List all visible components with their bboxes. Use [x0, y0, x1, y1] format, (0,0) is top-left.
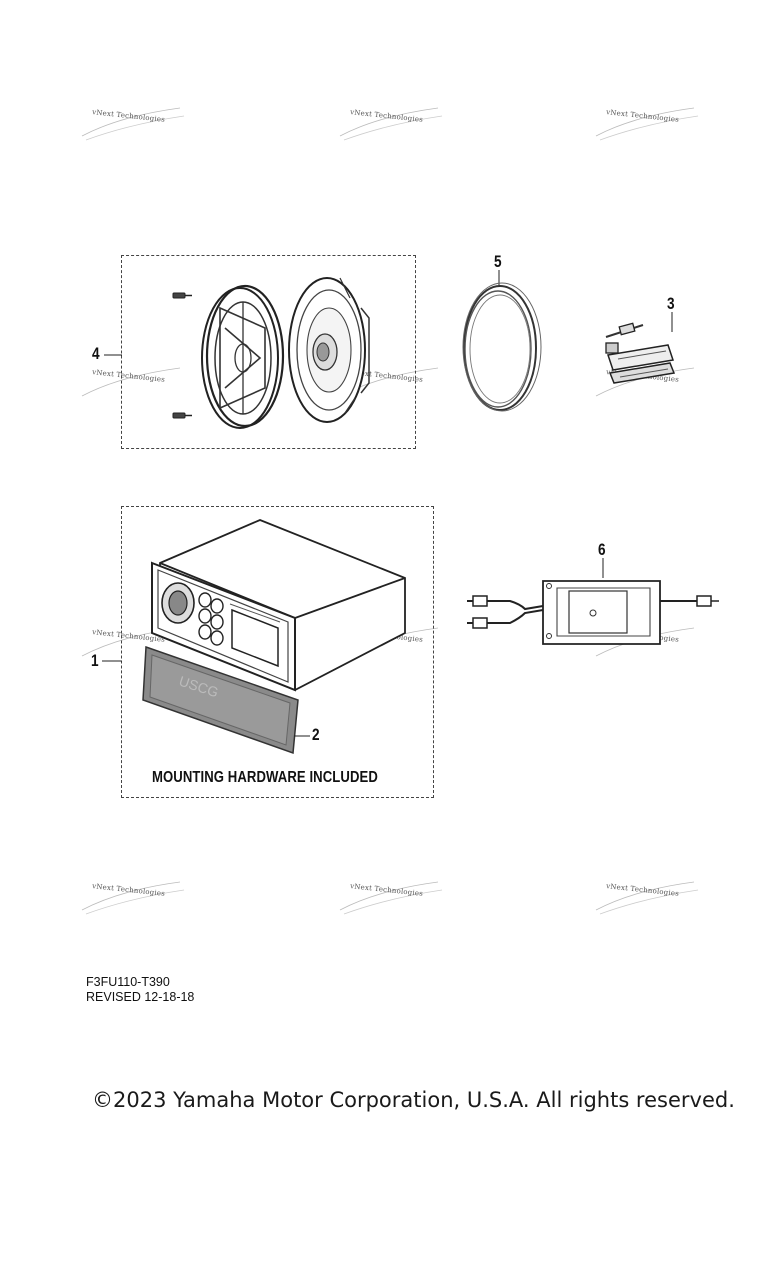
callout-3-leader	[671, 312, 673, 332]
callout-6: 6	[598, 540, 606, 559]
power-supply-icon	[467, 580, 719, 645]
watermark: vNext Technologies	[338, 102, 448, 142]
callout-3: 3	[667, 294, 675, 313]
callout-2: 2	[312, 725, 320, 744]
callout-2-leader	[294, 735, 310, 737]
watermark: vNext Technologies	[594, 102, 704, 142]
watermark: vNext Technologies	[80, 876, 190, 916]
cable-loop-icon	[462, 282, 542, 412]
faceplate-cover-icon: USCG	[142, 645, 299, 755]
callout-1: 1	[91, 651, 99, 670]
drawing-code: F3FU110-T390	[86, 975, 170, 989]
callout-6-leader	[602, 558, 604, 578]
watermark: vNext Technologies	[80, 362, 190, 402]
watermark: vNext Technologies	[80, 102, 190, 142]
watermark-logo-icon	[595, 107, 699, 141]
speaker-kit-group-box	[121, 255, 416, 449]
callout-1-leader	[102, 660, 122, 662]
speaker-kit-icon	[172, 277, 370, 429]
revision-date: REVISED 12-18-18	[86, 990, 195, 1004]
watermark-logo-icon	[339, 881, 443, 915]
watermark: vNext Technologies	[338, 876, 448, 916]
stereo-receiver-icon	[151, 519, 406, 692]
callout-5: 5	[494, 252, 502, 271]
watermark-logo-icon	[81, 107, 185, 141]
watermark-logo-icon	[81, 367, 181, 397]
callout-4: 4	[92, 344, 100, 363]
mounting-hardware-caption: MOUNTING HARDWARE INCLUDED	[152, 769, 378, 786]
watermark-logo-icon	[339, 107, 443, 141]
watermark: vNext Technologies	[594, 876, 704, 916]
callout-4-leader	[104, 354, 122, 356]
watermark-logo-icon	[81, 881, 185, 915]
stereo-receiver-group-box	[121, 506, 434, 798]
clip-harness-icon	[605, 322, 676, 384]
copyright-footer: ©2023 Yamaha Motor Corporation, U.S.A. A…	[92, 1088, 735, 1112]
drawing-code-block: F3FU110-T390 REVISED 12-18-18	[86, 975, 194, 1005]
watermark-logo-icon	[595, 881, 699, 915]
